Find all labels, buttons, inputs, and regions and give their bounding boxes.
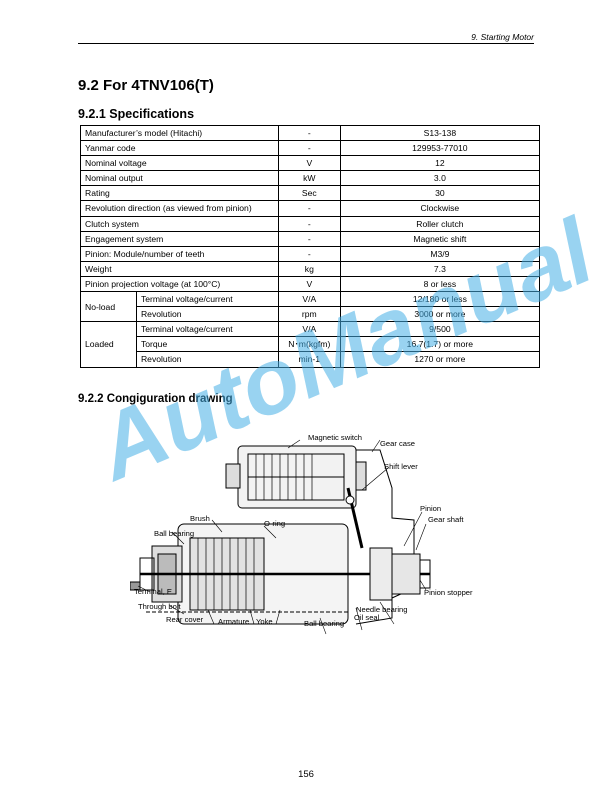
table-cell: - (277, 215, 341, 232)
table-row: Clutch system-Roller clutch (80, 215, 541, 232)
table-cell: Terminal voltage/current (135, 321, 279, 338)
label-gear-shaft: Gear shaft (428, 515, 464, 524)
label-needle-bearing: Needle bearing (356, 605, 408, 614)
table-cell: Sec (277, 185, 341, 202)
table-cell: S13-138 (339, 124, 541, 142)
table-cell: Roller clutch (339, 215, 541, 232)
table-cell: V (277, 275, 341, 293)
table-cell: - (277, 140, 341, 157)
table-cell: M3/9 (339, 245, 541, 262)
label-pinion: Pinion (420, 504, 442, 513)
table-cell: 8 or less (339, 275, 541, 293)
table-cell: Pinion projection voltage (at 100°C) (80, 275, 279, 293)
table-cell: 3.0 (339, 170, 541, 187)
table-row: Manufacturer’s model (Hitachi)-S13-138 (80, 124, 541, 142)
drawing-heading: 9.2.2 Congiguration drawing (78, 393, 233, 405)
table-cell: Yanmar code (80, 140, 279, 157)
label-o-ring: O-ring (264, 519, 286, 528)
table-cell: - (277, 230, 341, 247)
table-cell: 7.3 (339, 260, 541, 277)
table-cell: 12 (339, 155, 541, 172)
table-cell: Manufacturer’s model (Hitachi) (80, 124, 279, 142)
table-cell: Revolution direction (as viewed from pin… (80, 200, 279, 217)
table-cell: Rating (80, 185, 279, 202)
table-cell: Weight (80, 260, 279, 277)
label-terminal-e: Terminal, E (134, 587, 172, 596)
table-cell: Loaded (80, 321, 137, 368)
table-row: Pinion: Module/number of teeth-M3/9 (80, 245, 541, 262)
label-oil-seal: Oil seal (354, 613, 380, 622)
table-cell: kg (277, 260, 341, 277)
label-yoke: Yoke (256, 617, 273, 626)
table-row: Engagement system-Magnetic shift (80, 230, 541, 247)
table-cell: Revolution (135, 306, 279, 323)
configuration-drawing: Magnetic switch Gear case Shift lever Pi… (129, 428, 473, 666)
table-cell: 3000 or more (339, 306, 541, 323)
table-row: Yanmar code-129953-77010 (80, 140, 541, 157)
starter-motor-cutaway (129, 439, 431, 635)
table-cell: 16.7(1.7) or more (339, 336, 541, 353)
table-cell: 12/180 or less (339, 291, 541, 308)
table-cell: 1270 or more (339, 351, 541, 368)
table-row: Revolution direction (as viewed from pin… (80, 200, 541, 217)
table-cell: - (277, 200, 341, 217)
table-cell: Nominal output (80, 170, 279, 187)
table-cell: 30 (339, 185, 541, 202)
label-ball-bearing-top: Ball bearing (154, 529, 195, 538)
table-cell: No-load (80, 291, 137, 323)
table-cell: Clutch system (80, 215, 279, 232)
table-cell: 129953-77010 (339, 140, 541, 157)
table-cell: V (277, 155, 341, 172)
label-armature: Armature (218, 617, 250, 626)
table-cell: V/A (277, 291, 341, 308)
table-cell: kW (277, 170, 341, 187)
spec-heading: 9.2.1 Specifications (78, 107, 195, 121)
table-cell: - (277, 245, 341, 262)
table-cell: rpm (277, 306, 341, 323)
table-cell: Magnetic shift (339, 230, 541, 247)
table-cell: Nominal voltage (80, 155, 279, 172)
table-cell: Revolution (135, 351, 279, 368)
label-shift-lever: Shift lever (384, 462, 418, 471)
label-ball-bearing-bottom: Ball bearing (304, 619, 345, 628)
label-magnetic-switch: Magnetic switch (308, 433, 363, 442)
label-brush: Brush (190, 514, 210, 523)
label-gear-case: Gear case (380, 439, 416, 448)
table-cell: Pinion: Module/number of teeth (80, 245, 279, 262)
label-pinion-stopper: Pinion stopper (424, 588, 473, 597)
page-number: 156 (298, 769, 314, 780)
table-cell: - (277, 124, 341, 142)
chapter-header: 9. Starting Motor (471, 32, 534, 42)
table-cell: Terminal voltage/current (135, 291, 279, 308)
label-rear-cover: Rear cover (166, 615, 204, 624)
table-cell: Engagement system (80, 230, 279, 247)
section-title: 9.2 For 4TNV106(T) (78, 77, 214, 94)
table-cell: 9/500 (339, 321, 541, 338)
header-rule (78, 43, 534, 44)
table-cell: Clockwise (339, 200, 541, 217)
label-through-bolt: Through bolt (138, 602, 181, 611)
